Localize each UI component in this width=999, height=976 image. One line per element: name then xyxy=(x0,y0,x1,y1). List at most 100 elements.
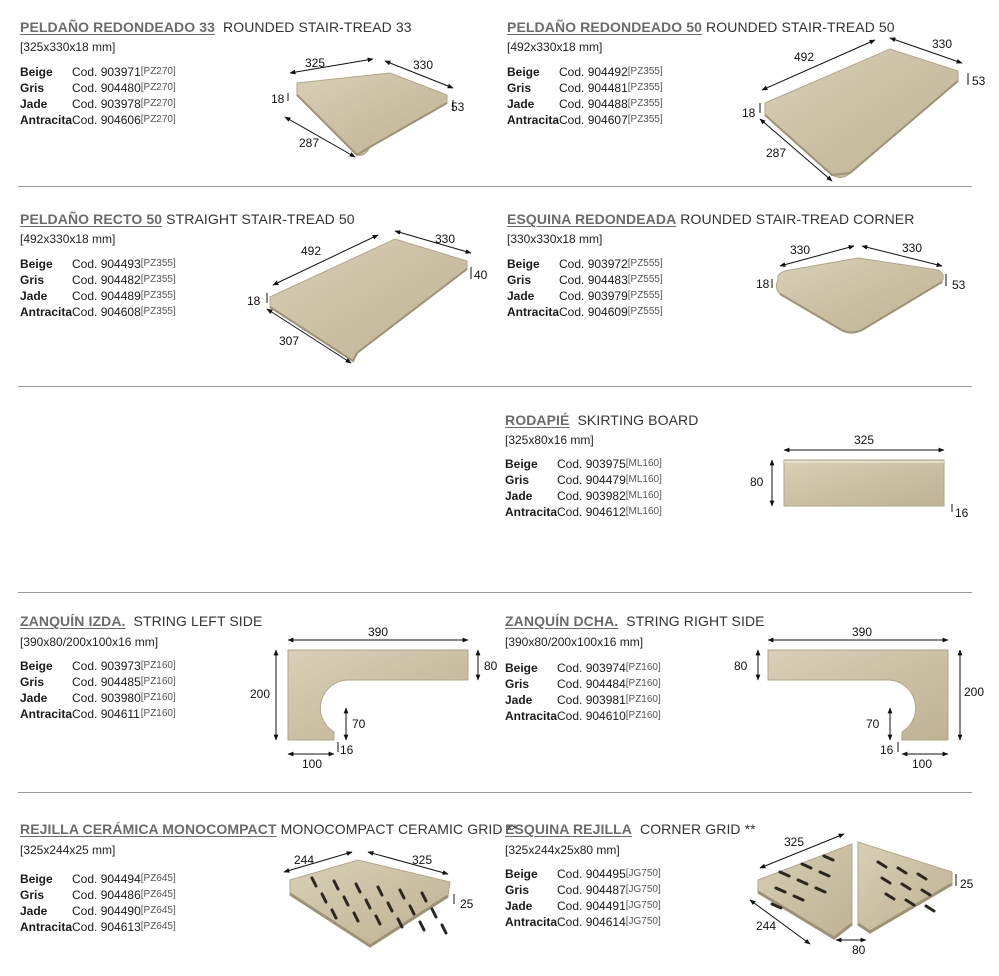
product-code: Cod. 903981 xyxy=(557,693,626,707)
pack-code: [PZ355] xyxy=(140,258,176,269)
grid-slot xyxy=(320,892,328,904)
title-es: PELDAÑO RECTO 50 xyxy=(20,211,163,227)
dim-label: 200 xyxy=(964,685,984,699)
grid-slot xyxy=(418,920,426,932)
product-title: ZANQUÍN DCHA. STRING RIGHT SIDE xyxy=(505,613,765,629)
dim-line xyxy=(289,57,374,75)
grid-slot xyxy=(332,879,340,891)
dim-line xyxy=(284,116,356,158)
dim-line xyxy=(283,851,353,873)
dim-label: 40 xyxy=(474,268,488,282)
section-divider xyxy=(18,386,972,387)
product-title: REJILLA CERÁMICA MONOCOMPACT MONOCOMPACT… xyxy=(20,821,518,837)
color-name: Jade xyxy=(505,489,533,503)
grid-slot xyxy=(342,895,350,907)
pack-code: [PZ645] xyxy=(140,873,176,884)
size-label: [492x330x18 mm] xyxy=(507,40,603,54)
product-code: Cod. 904610 xyxy=(557,709,626,723)
color-name: Jade xyxy=(505,693,533,707)
grid-slot xyxy=(900,882,912,891)
product-code: Cod. 904487 xyxy=(557,883,626,897)
grid-slot xyxy=(310,876,318,888)
color-name: Beige xyxy=(505,457,538,471)
pack-code: [PZ355] xyxy=(627,82,663,93)
grid-slot xyxy=(916,872,928,881)
dim-label: 325 xyxy=(412,853,432,867)
color-name: Beige xyxy=(507,65,540,79)
color-name: Antracita xyxy=(505,709,558,723)
product-code: Cod. 904491 xyxy=(557,899,626,913)
dim-label: 18 xyxy=(742,106,756,120)
dim-label: 390 xyxy=(368,625,388,639)
title-es: ZANQUÍN IZDA. xyxy=(20,613,126,629)
color-name: Antracita xyxy=(20,113,73,127)
color-name: Antracita xyxy=(20,305,73,319)
product-code: Cod. 903971 xyxy=(72,65,141,79)
grid-slot xyxy=(884,892,896,901)
dim-label: 325 xyxy=(784,835,804,849)
dim-label: 330 xyxy=(790,243,810,257)
title-en: ROUNDED STAIR-TREAD 50 xyxy=(706,19,895,35)
tile-shape xyxy=(289,859,451,947)
pack-code: [PZ355] xyxy=(140,274,176,285)
color-name: Antracita xyxy=(505,915,558,929)
color-name: Beige xyxy=(505,867,538,881)
title-es: ZANQUÍN DCHA. xyxy=(505,613,619,629)
pack-code: [PZ160] xyxy=(625,662,661,673)
title-es: ESQUINA REDONDEADA xyxy=(507,211,677,227)
dim-line xyxy=(889,37,963,64)
string-figure: 390 80 200 70 16 100 xyxy=(734,625,984,771)
grid-slot xyxy=(408,904,416,916)
pack-code: [PZ555] xyxy=(627,274,663,285)
color-name: Gris xyxy=(505,883,530,897)
dim-label: 200 xyxy=(250,687,270,701)
grid-slot xyxy=(814,886,827,894)
product-code: Cod. 903979 xyxy=(559,289,628,303)
grid-slot xyxy=(430,907,438,919)
dim-label: 330 xyxy=(413,58,433,72)
title-es: ESQUINA REJILLA xyxy=(505,821,632,837)
pack-code: [PZ270] xyxy=(140,114,176,125)
grid-figure: 244 325 25 xyxy=(283,851,474,948)
tile-shape xyxy=(287,649,469,741)
product-code: Cod. 904486 xyxy=(72,888,141,902)
tread-figure: 330 330 18 53 xyxy=(756,241,966,334)
pack-code: [PZ645] xyxy=(140,905,176,916)
color-name: Gris xyxy=(505,473,530,487)
product-code: Cod. 904482 xyxy=(72,273,141,287)
dim-line xyxy=(779,245,855,267)
dim-label: 18 xyxy=(247,294,261,308)
dim-label: 325 xyxy=(854,433,874,447)
skirting-figure: 325 80 16 xyxy=(750,433,969,520)
grid-slot xyxy=(396,917,404,929)
grid-slot xyxy=(796,878,809,886)
product-code: Cod. 904485 xyxy=(72,675,141,689)
dim-label: 80 xyxy=(750,475,764,489)
product-code: Cod. 904493 xyxy=(72,257,141,271)
color-name: Jade xyxy=(20,289,48,303)
pack-code: [JG750] xyxy=(625,868,661,879)
tile-shape xyxy=(783,459,945,507)
pack-code: [PZ160] xyxy=(140,708,176,719)
section-divider xyxy=(18,186,972,187)
pack-code: [PZ645] xyxy=(140,889,176,900)
dim-label: 53 xyxy=(952,278,966,292)
product-code: Cod. 903975 xyxy=(557,457,626,471)
grid-slot xyxy=(364,898,372,910)
grid-slot xyxy=(792,894,805,902)
size-label: [325x244x25x80 mm] xyxy=(505,843,620,857)
product-code: Cod. 904607 xyxy=(559,113,628,127)
dim-label: 18 xyxy=(271,92,285,106)
dim-line xyxy=(394,230,472,254)
color-name: Jade xyxy=(20,691,48,705)
